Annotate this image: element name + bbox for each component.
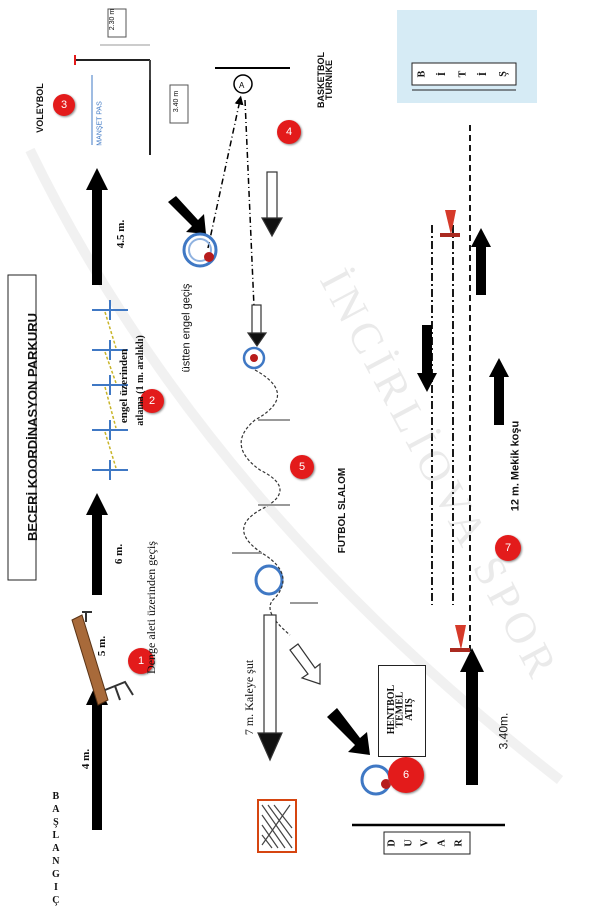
distance-45m: 4.5 m. <box>115 219 128 249</box>
hurdle-jumps <box>104 311 117 469</box>
svg-text:A: A <box>239 81 245 90</box>
dim-230-box <box>107 8 127 38</box>
start-letter: A <box>52 843 60 854</box>
dim-340-box <box>169 84 189 124</box>
finish-letter: İ <box>436 72 448 76</box>
cone-top <box>440 210 460 237</box>
wall-letter: U <box>403 839 415 847</box>
arrow-45m <box>86 168 108 285</box>
basket-path <box>207 95 244 249</box>
start-letter: Ş <box>53 817 59 828</box>
cone-bottom <box>450 625 470 652</box>
distance-5m: 5 m. <box>96 635 109 657</box>
station-5-badge: 5 <box>290 455 314 479</box>
wall-letter: A <box>436 839 448 847</box>
basket-path-2 <box>244 99 256 331</box>
finish-letter: İ <box>478 72 490 76</box>
watermark-arc <box>25 147 564 784</box>
station-7-label: 12 m. Mekik koşu <box>509 420 522 512</box>
wall-letter: D <box>386 839 398 847</box>
start-letter: N <box>52 856 60 867</box>
station-3-badge: 3 <box>53 94 75 116</box>
shuttle-arrow-up-2 <box>489 358 509 425</box>
hurdles <box>92 300 128 480</box>
finish-label-box <box>411 62 517 86</box>
ring-4 <box>360 764 392 796</box>
station-6-badge: 6 <box>388 757 424 793</box>
white-arrow-2 <box>246 304 268 348</box>
hentbol-box: HENTBOL TEMEL ATIŞ <box>378 665 426 757</box>
goal-net <box>257 799 297 853</box>
distance-4m: 4 m. <box>80 748 93 770</box>
engel-label-2: atlama (1 m. aralıklı) <box>134 335 146 426</box>
ring-2 <box>242 346 266 370</box>
start-letter: G <box>52 869 60 880</box>
station-3-label: VOLEYBOL <box>34 83 45 133</box>
wall-letter: R <box>453 839 465 847</box>
finish-letter: T <box>457 70 469 78</box>
station-4-badge: 4 <box>277 120 301 144</box>
title-box <box>7 274 37 581</box>
station-1-label: Denge aleti üzerinden geçiş <box>143 541 158 674</box>
station-7-badge: 7 <box>495 535 521 561</box>
distance-230: 2.30 m <box>109 8 117 31</box>
station-1-badge: 1 <box>128 648 154 674</box>
arrow-kaleye-side <box>289 643 321 685</box>
start-letter: Ç <box>52 895 60 906</box>
page-title: BECERİ KOORDİNASYON PARKURU <box>25 313 40 541</box>
finish-bg <box>397 10 537 103</box>
shuttle-arrow-up-1 <box>471 228 491 295</box>
manset-pas-label: MANŞET PAS <box>96 101 104 146</box>
hentbol-label-3: ATIŞ <box>403 698 415 721</box>
course-diagram: A <box>7 8 564 855</box>
shuttle-arrow-down <box>417 325 437 392</box>
volleyball-net <box>74 55 151 155</box>
station-2-badge: 2 <box>140 389 164 413</box>
start-letter: L <box>52 830 60 841</box>
balance-beam <box>71 611 134 706</box>
start-letter: A <box>52 804 60 815</box>
distance-340: 3.40 m <box>173 90 181 113</box>
slalom-path <box>240 369 291 636</box>
dim-lines <box>100 44 151 80</box>
black-arrow-basket <box>168 196 206 234</box>
distance-6m: 6 m. <box>113 543 126 565</box>
start-letter: I <box>53 882 58 893</box>
wall-letter: V <box>419 839 431 847</box>
arrow-6m <box>86 493 108 595</box>
arrow-340 <box>460 648 484 785</box>
slalom-poles <box>232 419 318 604</box>
shuttle-lines <box>431 125 471 700</box>
finish-letter: Ş <box>498 71 510 77</box>
start-letter: B <box>52 791 60 802</box>
wall-box <box>383 831 471 855</box>
basketball-hoop: A <box>215 67 290 94</box>
finish-letter: B <box>416 70 428 78</box>
ring-3 <box>254 564 284 596</box>
ring-1 <box>182 232 218 268</box>
station-5-label: FUTBOL SLALOM <box>337 467 349 554</box>
black-arrow-hentbol <box>327 708 370 755</box>
basketbol-label-2: TURNİKE <box>324 60 334 100</box>
kaleye-sut-label: 7 m. Kaleye şut <box>242 659 257 736</box>
usten-engel-label: üstten engel geçiş <box>180 283 193 373</box>
engel-label-1: engel üzerinden <box>118 348 131 424</box>
arrow-kaleye <box>257 614 283 762</box>
white-arrow-1 <box>260 171 284 238</box>
distance-340b: 3.40m. <box>496 712 511 750</box>
